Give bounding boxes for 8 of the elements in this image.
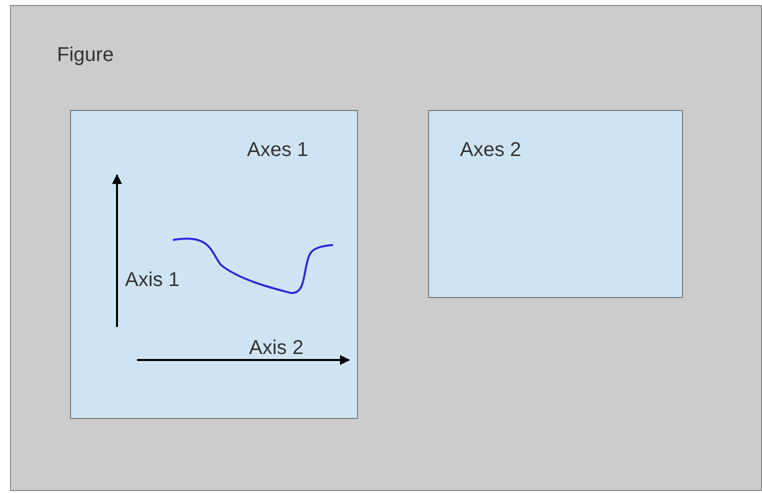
panel-title: Axes 1 — [247, 139, 308, 162]
panel — [428, 110, 683, 298]
panel — [70, 110, 358, 419]
panel-title: Figure — [57, 44, 114, 67]
axis-label: Axis 2 — [249, 337, 304, 360]
axis-label: Axis 1 — [125, 269, 180, 292]
panel — [10, 5, 762, 491]
panel-title: Axes 2 — [460, 139, 522, 162]
